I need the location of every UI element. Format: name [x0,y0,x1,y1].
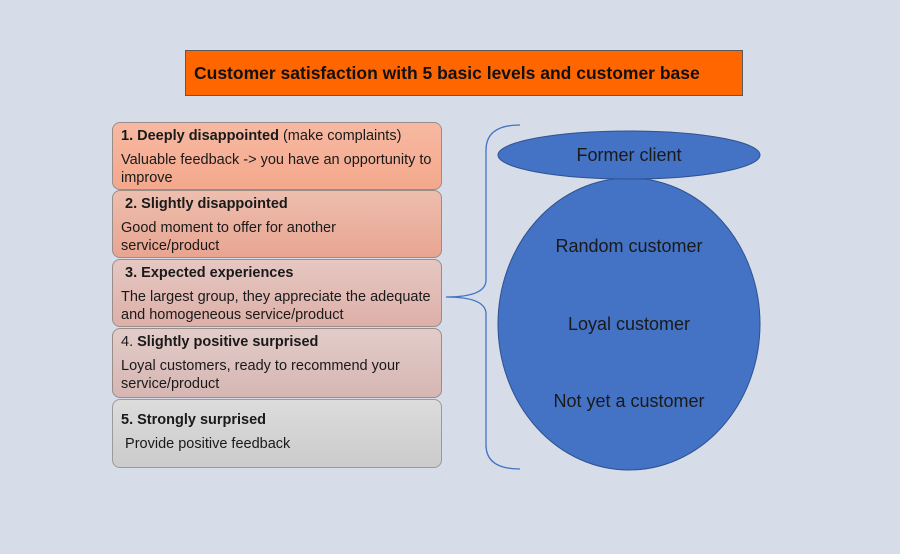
level-4-box: 4. Slightly positive surprised Loyal cus… [112,328,442,398]
level-2-name: Slightly disappointed [141,196,288,212]
not-yet-customer-label: Not yet a customer [553,391,705,411]
level-1-name: Deeply disappointed [137,128,279,144]
level-4-heading: 4. Slightly positive surprised [121,334,319,350]
random-customer-label: Random customer [555,236,703,256]
level-2-box: 2. Slightly disappointed Good moment to … [112,190,442,258]
level-5-description: Provide positive feedback [125,436,291,452]
level-3-box: 3. Expected experiences The largest grou… [112,259,442,327]
level-1-box: 1. Deeply disappointed (make complaints)… [112,122,442,190]
level-1-note: (make complaints) [282,128,402,144]
level-2-heading: 2. Slightly disappointed [125,196,288,212]
level-5-name: Strongly surprised [137,412,267,428]
level-4-name: Slightly positive surprised [137,334,319,350]
diagram-title: Customer satisfaction with 5 basic level… [185,50,743,96]
loyal-customer-label: Loyal customer [567,314,691,334]
level-1-description: Valuable feedback -> you have an opportu… [121,152,432,186]
level-2-description: Good moment to offer for another service… [121,220,336,254]
level-1-heading: 1. Deeply disappointed (make complaints) [121,128,402,144]
curly-brace [445,124,521,470]
level-5-heading: 5. Strongly surprised [121,412,267,428]
former-client-ellipse [497,130,761,180]
level-3-description: The largest group, they appreciate the a… [121,289,431,323]
level-4-description: Loyal customers, ready to recommend your… [121,358,400,392]
level-3-name: Expected experiences [141,265,294,281]
level-3-heading: 3. Expected experiences [125,265,294,281]
level-5-box: 5. Strongly surprised Provide positive f… [112,399,442,468]
former-client-label: Former client [576,145,682,165]
